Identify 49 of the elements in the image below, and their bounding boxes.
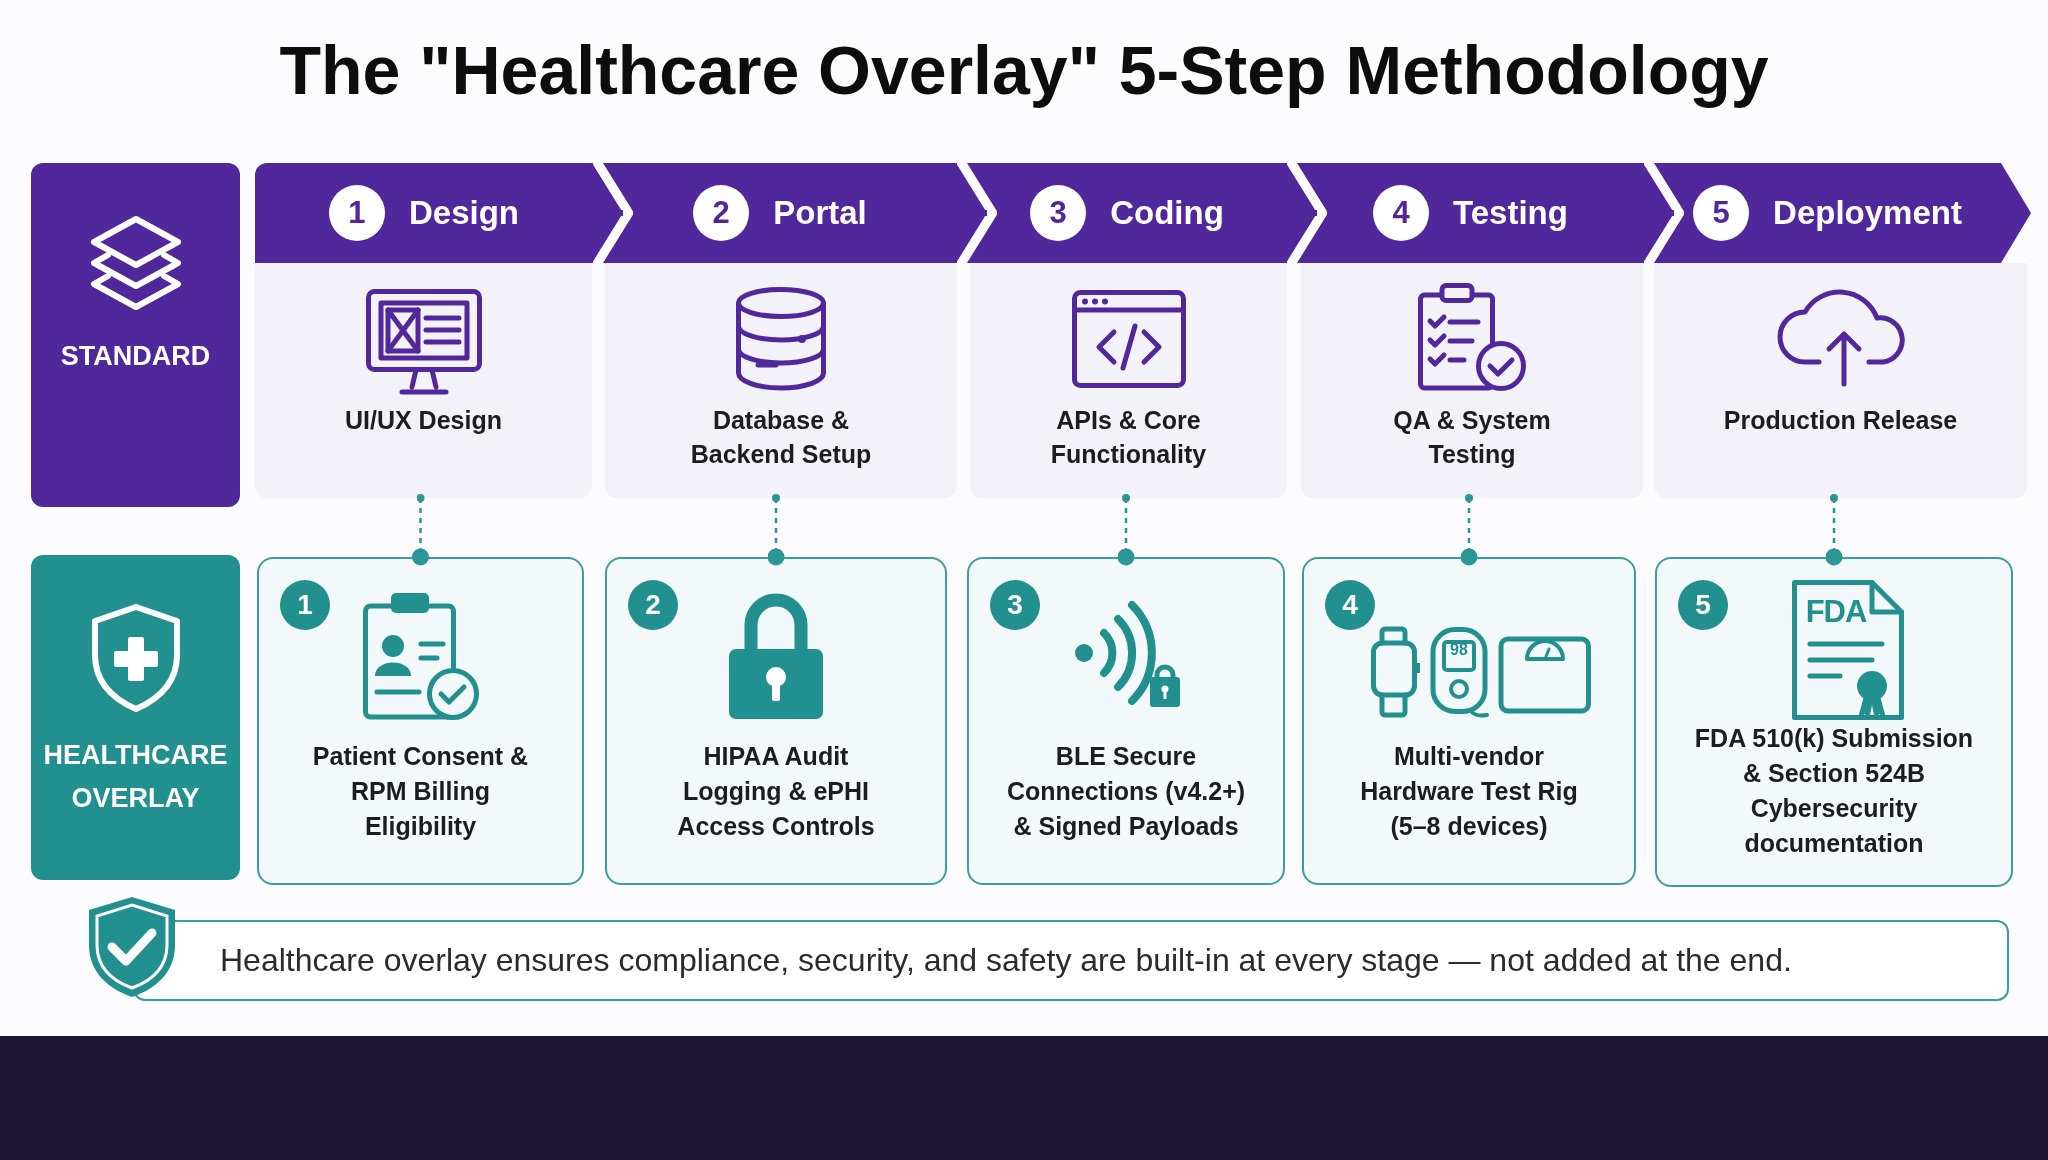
step-description: APIs & Core Functionality <box>1049 405 1208 470</box>
step-number: 2 <box>693 185 750 241</box>
overlay-description: FDA 510(k) Submission & Section 524B Cybersecurity documentation <box>1693 723 1975 859</box>
overlay-description: Multi-vendor Hardware Test Rig (5–8 devices) <box>1359 740 1579 842</box>
page-title: The "Healthcare Overlay" 5-Step Methodology <box>279 32 1769 108</box>
row-label: STANDARD <box>59 340 212 373</box>
row-label-panel <box>31 555 240 880</box>
step-title: Design <box>409 194 519 232</box>
step-number: 4 <box>1373 185 1430 241</box>
overlay-card <box>1655 557 2013 887</box>
document-label: FDA <box>1805 595 1867 630</box>
step-number: 2 <box>628 580 678 630</box>
step-header <box>1684 163 2031 263</box>
overlay-card <box>1302 557 1636 885</box>
step-card <box>255 263 592 498</box>
dotted-connector <box>412 494 429 566</box>
step-number: 3 <box>1030 185 1087 241</box>
step-description: Database & Backend Setup <box>689 405 873 470</box>
step-card <box>605 263 957 498</box>
step-title: Portal <box>773 194 867 232</box>
step-card <box>970 263 1287 498</box>
step-header <box>255 163 593 263</box>
row-label: HEALTHCARE OVERLAY <box>42 739 229 815</box>
overlay-card <box>605 557 947 885</box>
step-card <box>1301 263 1643 498</box>
step-number: 1 <box>280 580 330 630</box>
step-number: 3 <box>990 580 1040 630</box>
step-description: Production Release <box>1722 405 1959 436</box>
overlay-card <box>967 557 1285 885</box>
step-title: Deployment <box>1773 194 1962 232</box>
step-description: UI/UX Design <box>344 405 503 436</box>
step-description: QA & System Testing <box>1392 405 1552 470</box>
dotted-connector <box>1460 494 1478 566</box>
step-card <box>1654 263 2027 498</box>
overlay-description: HIPAA Audit Logging & ePHI Access Controls <box>676 740 876 842</box>
step-number: 5 <box>1678 580 1728 630</box>
dotted-connector <box>767 494 785 566</box>
overlay-description: BLE Secure Connections (v4.2+) & Signed Payloads <box>1005 740 1247 842</box>
banner-text: Healthcare overlay ensures compliance, security, and safety are built-in at every stage — not added at the end. <box>220 942 1792 979</box>
step-title: Testing <box>1453 194 1568 232</box>
dotted-connector <box>1117 494 1135 566</box>
row-label-panel <box>31 163 240 507</box>
overlay-card <box>257 557 584 885</box>
step-title: Coding <box>1110 194 1224 232</box>
dotted-connector <box>1825 494 1843 566</box>
step-number: 4 <box>1325 580 1375 630</box>
note-banner <box>133 920 2009 1001</box>
overlay-description: Patient Consent & RPM Billing Eligibility <box>311 740 530 842</box>
step-number: 1 <box>329 185 385 241</box>
